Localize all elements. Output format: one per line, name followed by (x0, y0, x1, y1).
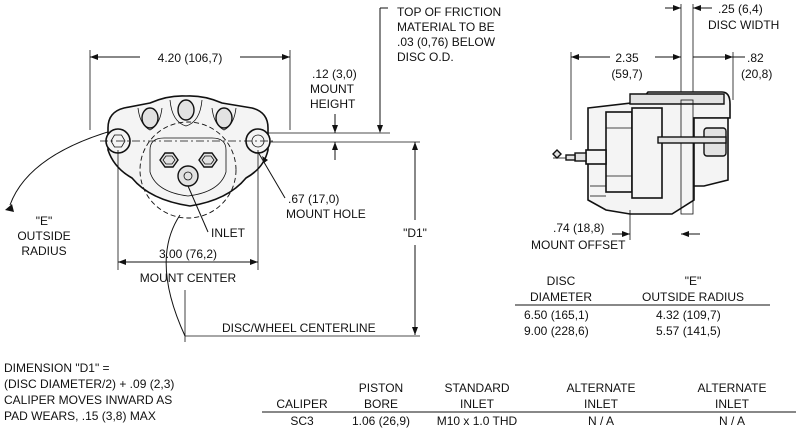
disc-row-2-radius: 5.57 (141,5) (656, 324, 721, 338)
mount-height-dimension: .12 (3,0) MOUNT HEIGHT (268, 67, 420, 160)
side-disc-width-dimension: .25 (6,4) DISC WIDTH (665, 2, 779, 95)
spec-header-standard-b: INLET (460, 397, 495, 411)
offset-right-line-2: (20,8) (741, 67, 772, 81)
inlet-label: INLET (187, 185, 246, 240)
dim-note-line-3: CALIPER MOVES INWARD AS (4, 393, 172, 407)
disc-table-header-1b: DIAMETER (530, 290, 592, 304)
dim-note-line-4: PAD WEARS, .15 (3,8) MAX (4, 409, 156, 423)
e-radius-label: "E" OUTSIDE RADIUS (5, 204, 71, 258)
d1-dimension: "D1" (403, 142, 427, 335)
mount-hole-line-2: MOUNT HOLE (286, 207, 366, 221)
mount-height-line-3: HEIGHT (310, 97, 356, 111)
mount-offset-dimension: .74 (18,8) MOUNT OFFSET (531, 210, 700, 252)
mount-center-line-1: 3.00 (76,2) (159, 247, 217, 261)
e-radius-line-3: RADIUS (21, 244, 66, 258)
caliper-front-view (9, 95, 275, 337)
d1-text: "D1" (403, 226, 427, 240)
spec-row-standard: M10 x 1.0 THD (437, 414, 518, 428)
side-depth-dimension: 2.35 (59,7) (570, 51, 681, 140)
front-width-dimension: 4.20 (106,7) (89, 50, 291, 130)
spec-header-alt1-a: ALTERNATE (567, 381, 636, 395)
spec-row-piston: 1.06 (26,9) (352, 414, 410, 428)
offset-right-line-1: .82 (747, 51, 764, 65)
disc-row-2-diameter: 9.00 (228,6) (524, 324, 589, 338)
dim-note-line-2: (DISC DIAMETER/2) + .09 (2,3) (4, 377, 174, 391)
disc-table-header-2a: "E" (685, 274, 702, 288)
mount-offset-line-2: MOUNT OFFSET (531, 238, 626, 252)
depth-line-2: (59,7) (611, 67, 642, 81)
mount-offset-line-1: .74 (18,8) (553, 221, 604, 235)
spec-header-caliper: CALIPER (276, 397, 328, 411)
width-dim-text: 4.20 (106,7) (158, 51, 223, 65)
inlet-text: INLET (211, 226, 246, 240)
disc-centerline: DISC/WHEEL CENTERLINE (184, 290, 420, 342)
e-radius-line-2: OUTSIDE (17, 229, 70, 243)
disc-width-line-2: DISC WIDTH (708, 18, 779, 32)
mount-height-line-1: .12 (3,0) (312, 67, 357, 81)
spec-header-piston-b: BORE (364, 397, 398, 411)
spec-header-alt2-a: ALTERNATE (698, 381, 767, 395)
mount-hole-line-1: .67 (17,0) (288, 192, 339, 206)
mount-center-line-2: MOUNT CENTER (140, 271, 237, 285)
mount-center-dimension: 3.00 (76,2) MOUNT CENTER (117, 150, 259, 285)
disc-row-1-diameter: 6.50 (165,1) (524, 308, 589, 322)
disc-row-1-radius: 4.32 (109,7) (656, 308, 721, 322)
disc-table-header-1a: DISC (547, 274, 576, 288)
caliper-side-view (552, 91, 731, 215)
spec-table: CALIPER PISTON BORE STANDARD INLET ALTER… (262, 381, 796, 428)
centerline-text: DISC/WHEEL CENTERLINE (222, 321, 376, 335)
spec-header-standard-a: STANDARD (444, 381, 509, 395)
spec-header-alt1-b: INLET (584, 397, 619, 411)
disc-table-header-2b: OUTSIDE RADIUS (642, 290, 744, 304)
friction-note: TOP OF FRICTION MATERIAL TO BE .03 (0,76… (377, 5, 501, 133)
side-offset-right-dimension: .82 (20,8) (693, 51, 772, 100)
disc-width-line-1: .25 (6,4) (718, 2, 763, 16)
friction-note-line-2: MATERIAL TO BE (397, 20, 495, 34)
mount-height-line-2: MOUNT (310, 82, 355, 96)
spec-row-caliper: SC3 (290, 414, 314, 428)
disc-table: DISC DIAMETER "E" OUTSIDE RADIUS 6.50 (1… (515, 274, 770, 338)
mount-hole-label: .67 (17,0) MOUNT HOLE (257, 151, 366, 221)
dim-note-line-1: DIMENSION "D1" = (4, 361, 110, 375)
friction-note-line-1: TOP OF FRICTION (397, 5, 501, 19)
friction-note-line-4: DISC O.D. (397, 50, 454, 64)
dimension-note: DIMENSION "D1" = (DISC DIAMETER/2) + .09… (4, 361, 174, 423)
depth-line-1: 2.35 (615, 51, 639, 65)
spec-header-piston-a: PISTON (359, 381, 403, 395)
spec-row-alt1: N / A (588, 414, 614, 428)
e-radius-line-1: "E" (36, 214, 53, 228)
spec-row-alt2: N / A (719, 414, 745, 428)
spec-header-alt2-b: INLET (715, 397, 750, 411)
friction-note-line-3: .03 (0,76) BELOW (397, 35, 496, 49)
